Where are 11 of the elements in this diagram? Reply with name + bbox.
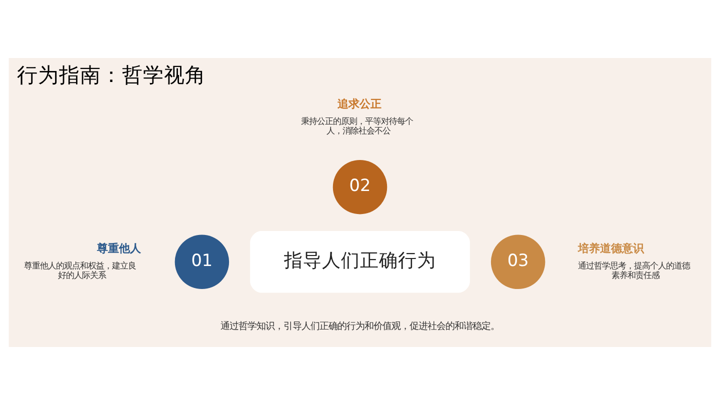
node-label: 秉持公正的原则，平等对待每个人，消除社会不公 [301,116,414,135]
node-label: 培养道德意识 [578,242,644,255]
node-label: 通过哲学思考，提高个人的道德素养和责任感 [578,260,690,280]
node-label: 尊重他人的观点和权益，建立良好的人际关系 [24,260,136,280]
node-circle: 01 [174,234,230,289]
diagram-title: 行为指南：哲学视角 [17,62,206,86]
label: 通过哲学知识，引导人们正确的行为和价值观，促进社会的和谐稳定。 [220,320,500,332]
node-circle: 02 [332,159,388,214]
node-label: 尊重他人 [97,242,142,255]
node-label: 追求公正 [338,97,382,110]
node-circle: 03 [490,234,546,289]
